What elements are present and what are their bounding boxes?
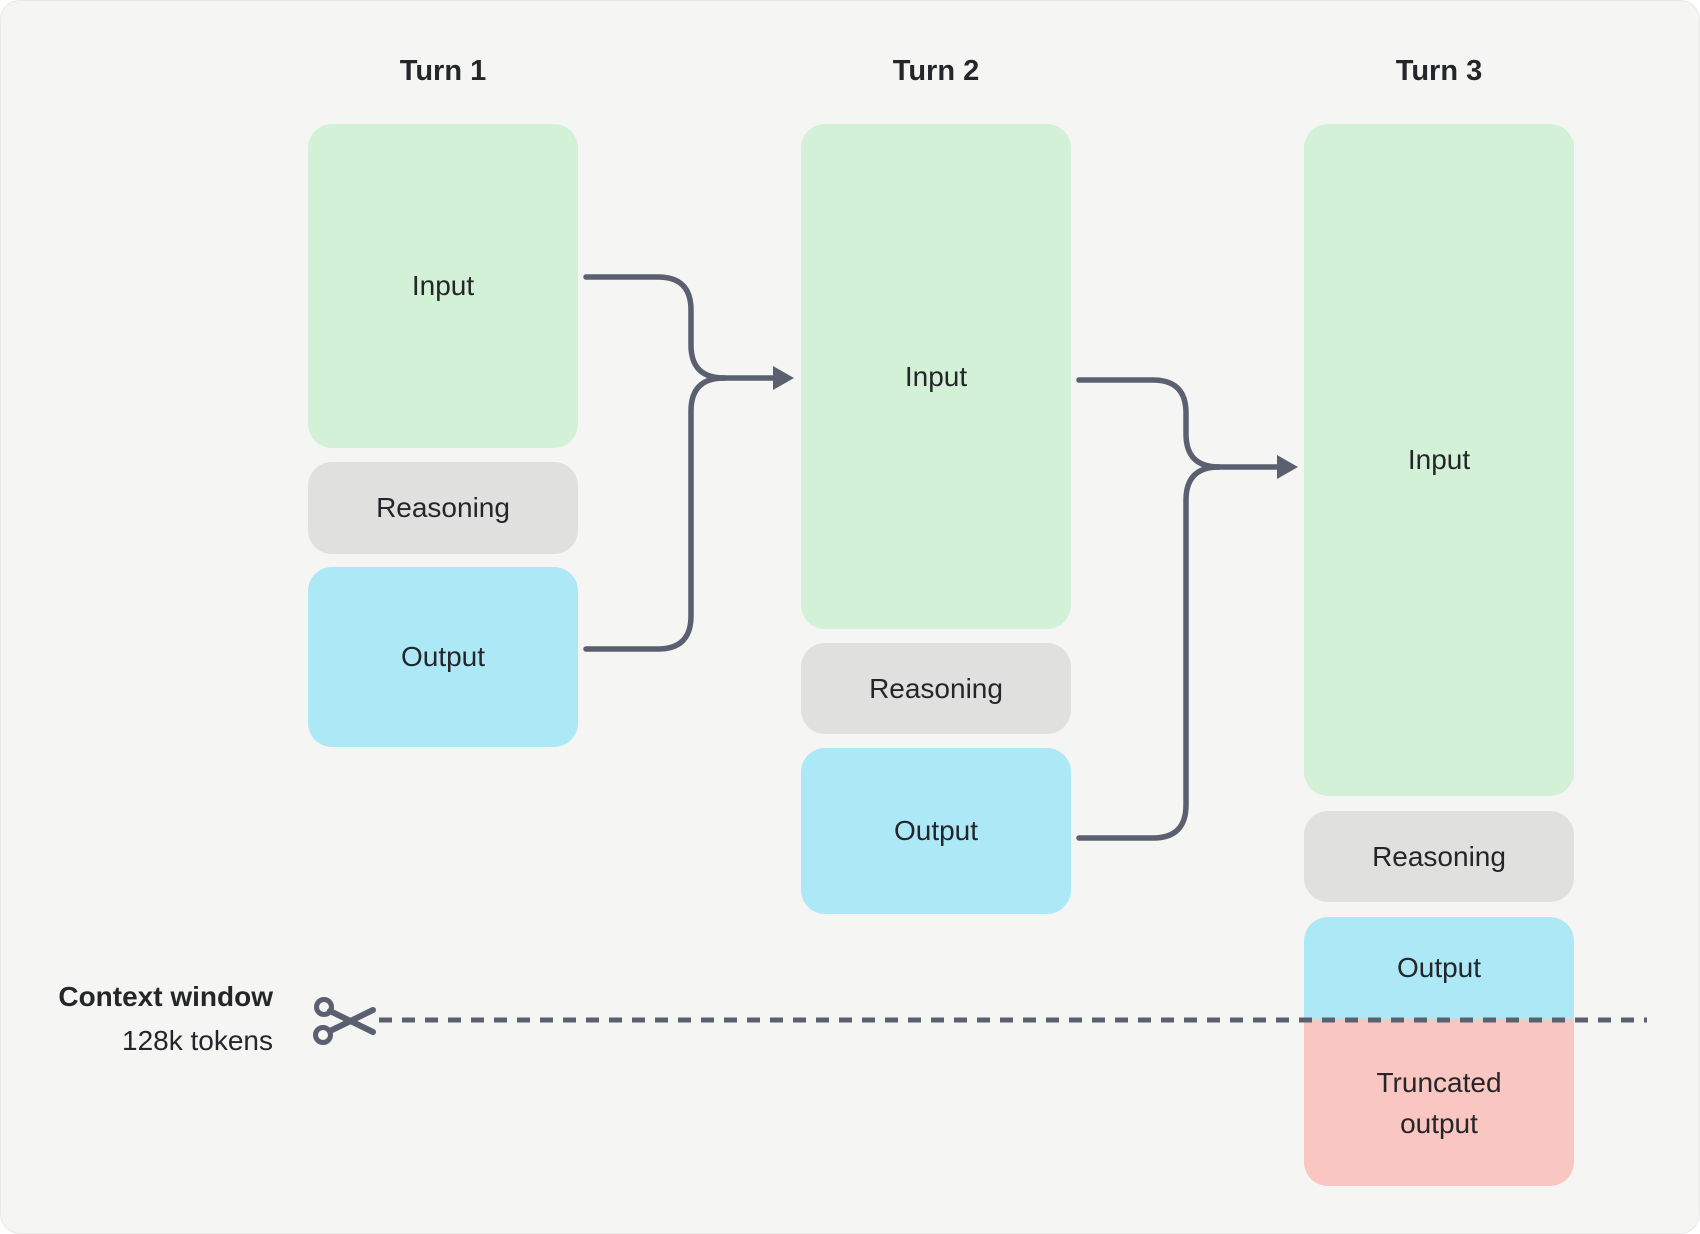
turn-3-title: Turn 3 (1395, 55, 1483, 87)
turn-3-reasoning-box: Reasoning (1304, 811, 1574, 902)
turn-3-reasoning-label: Reasoning (1372, 840, 1506, 872)
turn-1-input-box: Input (308, 124, 578, 448)
turn-2-input-label: Input (904, 360, 968, 392)
arrow-turn2-to-turn3 (1076, 377, 1298, 841)
arrow-turn1-to-turn2 (583, 274, 794, 652)
turn-3-output-label: Output (1396, 952, 1482, 983)
context-window-tokens: 128k tokens (122, 1025, 273, 1056)
context-window-label: Context window 128k tokens (41, 975, 273, 1063)
turn-1-title: Turn 1 (399, 55, 487, 87)
turn-2-reasoning-label: Reasoning (869, 672, 1003, 704)
turn-1-output-label: Output (400, 641, 486, 672)
turn-1-reasoning-box: Reasoning (308, 462, 578, 554)
turn-3-output-box: Output (1304, 917, 1574, 1019)
scissors-icon (313, 997, 376, 1045)
turn-3-truncated-output-box: Truncated output (1304, 1019, 1574, 1186)
turn-3-truncated-output-label: Truncated output (1376, 1066, 1502, 1139)
arrowhead-turn2-icon (773, 366, 794, 390)
turn-2-input-box: Input (801, 124, 1071, 629)
turn-3-input-box: Input (1304, 124, 1574, 796)
turn-1-reasoning-label: Reasoning (376, 492, 510, 523)
context-window-title: Context window (58, 981, 273, 1012)
turn-1-output-box: Output (308, 567, 578, 747)
arrowhead-turn3-icon (1277, 455, 1298, 479)
turn-2-reasoning-box: Reasoning (801, 643, 1071, 734)
turn-3-input-label: Input (1407, 444, 1471, 475)
turn-2-title: Turn 2 (892, 55, 980, 87)
turn-2-output-label: Output (893, 815, 979, 846)
turn-1-input-label: Input (411, 270, 475, 301)
turn-2-output-box: Output (801, 748, 1071, 914)
